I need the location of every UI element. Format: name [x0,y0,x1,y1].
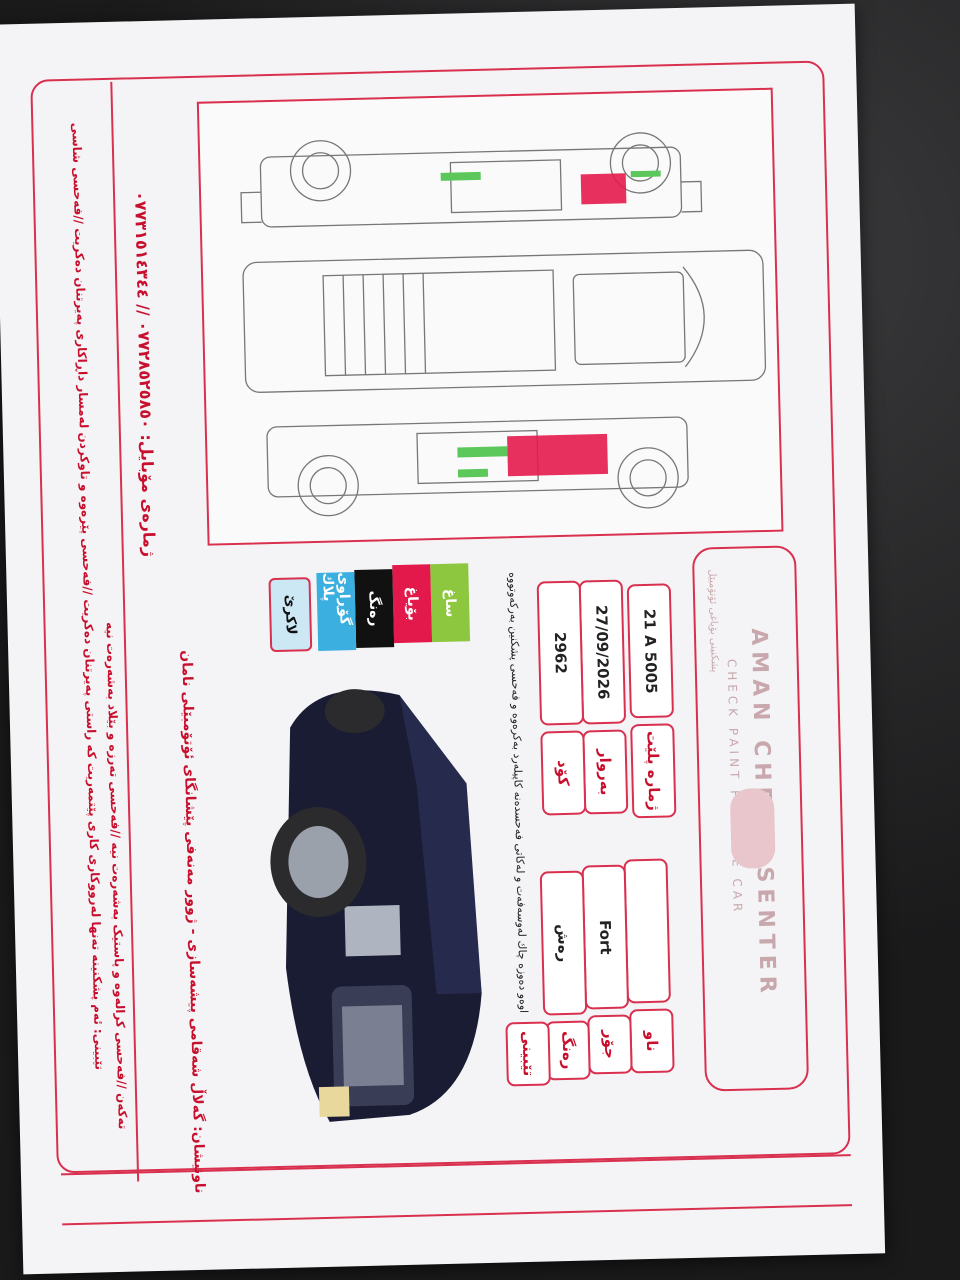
legend-other: لاکرێ [268,577,313,653]
type-value-box: Fort [581,864,630,1010]
logo-subtitle-ar: پشکنینی بۆیاغی ئۆتۆمبێل [706,569,720,673]
code-value-box: 2962 [536,580,585,726]
car-photo-svg [270,689,482,1122]
plate-label-box: ژمارە پلێت [630,723,677,819]
painted-fender-mark [580,173,627,205]
legend-other-label: لاکرێ [281,594,299,635]
date-label: بەروار [595,748,615,796]
model-value-box [623,858,671,1004]
date-value-box: 27/09/2026 [578,579,627,725]
note-label-box: تێبینی [505,1021,551,1087]
car-side-view-bottom [266,416,689,517]
plate-value: 21 A 5005 [640,608,661,694]
car-outline-svg [240,132,767,517]
inspection-card: ژمارەی مۆبایل: ٠٧٧٢٨٥٢٥٨٥٠ // ٠٧٧٣١٥١٤٣٤… [0,3,886,1275]
color-label-box: رەنگ [545,1020,591,1081]
car-top-view [242,249,767,393]
type-label: جۆر [600,1029,620,1060]
legend-black: رەنگ [354,569,395,649]
model-label: ناو [642,1030,662,1052]
plate-value-box: 21 A 5005 [626,583,674,719]
code-label-box: کۆد [540,730,587,816]
logo-area: AMAN CHECK SENTER CHECK PAINT FOR THE CA… [691,545,810,1092]
legend-black-label: رەنگ [365,590,383,627]
ok-mark-2 [457,468,489,478]
car-side-view-top [240,132,703,228]
legend-ok: ساغ [430,563,471,643]
legend-plate: گۆڕاوی پلاك [316,572,357,651]
note-label: تێبینی [518,1031,538,1077]
code-label: کۆد [553,759,573,787]
color-value-box: رەش [539,870,588,1016]
code-value: 2962 [550,631,570,675]
legend-paint: بۆیاغ [392,564,433,644]
legend-paint-label: بۆیاغ [403,586,421,621]
color-value: رەش [554,923,573,963]
logo-car-icon [729,787,776,869]
type-label-box: جۆر [587,1014,633,1075]
ok-mark-4 [630,170,661,178]
car-damage-diagram [196,87,784,546]
type-value: Fort [595,919,615,955]
date-value: 27/09/2026 [592,604,613,700]
ok-mark-3 [440,171,481,181]
car-photo [249,663,500,1139]
logo-subtitle: CHECK PAINT FOR THE CAR [724,658,745,916]
date-label-box: بەروار [582,729,629,815]
ok-mark-1 [457,446,508,458]
plate-label: ژمارە پلێت [643,730,664,812]
color-label: رەنگ [558,1031,578,1070]
legend-ok-label: ساغ [441,588,459,618]
painted-door-mark [507,433,609,477]
legend-plate-label: گۆڕاوی پلاك [319,572,353,626]
bottom-line-2 [62,1204,852,1226]
model-label-box: ناو [629,1008,675,1074]
